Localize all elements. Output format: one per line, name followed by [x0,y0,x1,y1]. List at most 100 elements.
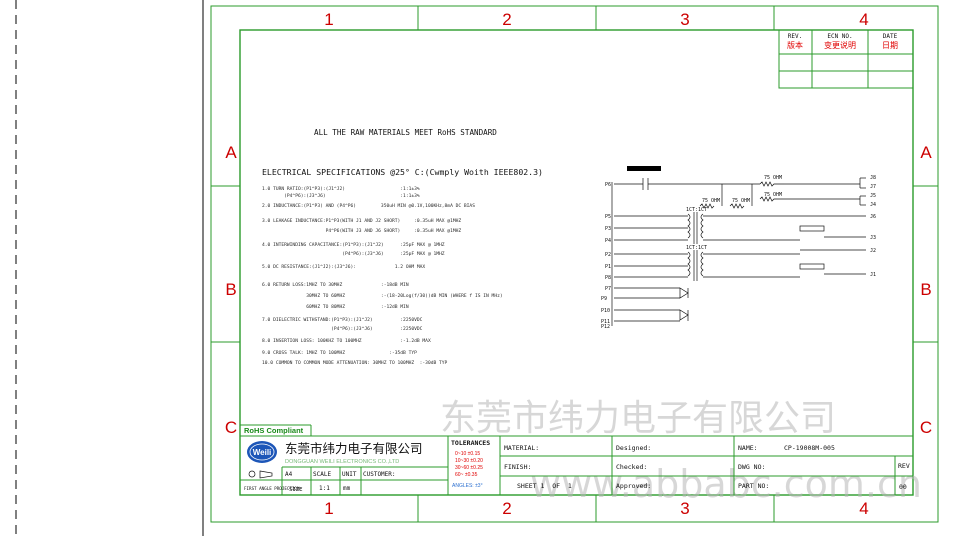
spec-line: 6.0 RETURN LOSS:1MHZ TO 30MHZ :-18dB MIN [262,282,409,288]
watermark-company: 东莞市纬力电子有限公司 [440,398,836,439]
pin-label-left: P12 [601,324,610,330]
tolerance-line: 30~60 ±0.25 [455,465,483,471]
rev-value: 00 [899,483,907,491]
pin-label-left: P2 [605,252,611,258]
scale-label: SCALE [313,471,331,478]
spec-line: (P4^P6):(J3^J6) :2250VDC [262,326,423,332]
designed-label: Designed: [616,444,651,452]
pin-label-left: P6 [605,182,611,188]
drawing-name-label: NAME: [738,444,758,452]
finish-label: FINISH: [504,463,531,471]
spec-line: 7.0 DIELECTRIC WITHSTAND:(P1^P3):(J1^J2)… [262,317,423,323]
pin-label-left: P7 [605,286,611,292]
spec-line: 60MHZ TO 80MHZ :-12dB MIN [262,304,409,310]
company-name-en: DONGGUAN WEILI ELECTRONICS CO.,LTD [285,459,399,465]
pin-label-left: P8 [605,275,611,281]
grid-col-4-bottom: 4 [859,499,868,518]
material-label: MATERIAL: [504,444,539,452]
grid-row-c-right: C [920,418,932,437]
grid-col-1-top: 1 [324,10,333,29]
pin-label-right: J6 [870,214,876,220]
projection-symbol [248,470,273,479]
sheet-size-value: A4 [285,471,293,478]
pin-label-right: J3 [870,235,876,241]
schematic-bar [627,166,661,171]
sheet-label: SHEET 1 OF 1 [517,482,572,490]
grid-row-c-left: C [225,418,237,437]
pin-label-left: P1 [605,264,611,270]
revision-block [778,29,914,89]
approved-label: Approved: [616,482,651,490]
date-header: DATE [883,33,898,40]
grid-ticks [211,6,938,522]
pin-label-right: J7 [870,184,876,190]
rev-header: REV. [788,33,802,40]
spec-line: (P4^P6):(J3^J6) :1:1±3% [262,193,420,199]
rohs-compliant-label: RoHS Compliant [244,426,304,435]
spec-line: 1.0 TURN RATIO:(P1^P3):(J1^J2) :1:1±3% [262,186,420,192]
angles-label: ANGLES: ±3° [452,483,483,489]
part-no-label: PART NO: [738,482,769,490]
scale-value: 1:1 [319,485,330,492]
grid-col-3-bottom: 3 [680,499,689,518]
tolerance-line: 60~ ±0.35 [455,472,478,478]
dwg-no-label: DWG NO: [738,463,765,471]
spec-line: 30MHZ TO 60MHZ :-(18-20Log(f/30))dB MIN … [262,293,503,299]
pin-label-right: J4 [870,202,876,208]
schematic [611,166,866,326]
grid-col-3-top: 3 [680,10,689,29]
tolerances-title: TOLERANCES [451,439,490,447]
transformer-label: 1CT:1CT [686,245,707,251]
spec-title: ELECTRICAL SPECIFICATIONS @25° C:(Cwmply… [262,167,543,177]
rev-label: REV [898,462,910,470]
company-logo: Weili [247,441,277,463]
rev-header-cn: 版本 [787,40,803,50]
spec-line: 5.0 DC RESISTANCE:(J1^J2):(J3^J6): 1.2 O… [262,264,425,270]
grid-col-1-bottom: 1 [324,499,333,518]
unit-label: UNIT [342,471,357,478]
ecn-header: ECN NO. [827,33,852,40]
drawing-name-value: CP-19008M-005 [784,444,835,452]
pin-label-left: P9 [601,296,607,302]
pin-label-right: J1 [870,272,876,278]
resistor-label: 75 OHM [764,175,782,181]
ecn-header-cn: 变更说明 [824,40,856,50]
pin-label-left: P10 [601,308,610,314]
projection-label: FIRST ANGLE PROJECTION [244,486,300,491]
spec-line: 10.0 COMMON TO COMMON MODE ATTENUATION: … [262,360,448,366]
resistor-label: 75 OHM [764,192,782,198]
pin-label-left: P4 [605,238,611,244]
grid-row-b-right: B [920,280,931,299]
tolerance-line: 10~30 ±0.20 [455,458,483,464]
spec-line: 3.0 LEAKAGE INDUCTANCE:P1^P3(WITH J1 AND… [262,218,461,224]
grid-col-2-bottom: 2 [502,499,511,518]
grid-row-a-left: A [225,143,237,162]
resistor-label: 75 OHM [732,198,750,204]
title-block [240,424,913,495]
spec-list: 1.0 TURN RATIO:(P1^P3):(J1^J2) :1:1±3% (… [262,186,503,366]
transformer-label: 1CT:1CT [686,207,707,213]
sheet-size-caption: SIZE [289,487,303,493]
spec-line: 8.0 INSERTION LOSS: 100KHZ TO 100MHZ :-1… [262,338,431,344]
spec-line: (P4^P6):(J3^J6) :25pF MAX @ 1MHZ [262,251,445,257]
grid-row-b-left: B [225,280,236,299]
spec-line: 4.0 INTERWINDING CAPACITANCE:(P1^P3):(J1… [262,242,445,248]
spec-line: 9.0 CROSS TALK: 1MHZ TO 100MHZ :-35dB TY… [262,350,417,356]
spec-line: 2.0 INDUCTANCE:(P1^P3) AND (P4^P6) 350uH… [262,203,475,209]
date-header-cn: 日期 [882,41,898,50]
resistor-label: 75 OHM [702,198,720,204]
pin-label-left: P11 [601,319,610,325]
grid-col-2-top: 2 [502,10,511,29]
spec-line: P4^P6(WITH J3 AND J6 SHORT) :0.35uH MAX … [262,228,461,234]
grid-row-a-right: A [920,143,932,162]
unit-value: mm [343,485,351,492]
pin-label-left: P3 [605,226,611,232]
logo-text: Weili [253,448,272,457]
watermark-site: www.abbabc.com.cn [530,462,922,506]
company-name-cn: 东莞市纬力电子有限公司 [285,441,423,456]
pin-label-right: J8 [870,175,876,181]
rohs-notice: ALL THE RAW MATERIALS MEET RoHS STANDARD [314,128,497,137]
pin-label-right: J5 [870,193,876,199]
grid-col-4-top: 4 [859,10,868,29]
